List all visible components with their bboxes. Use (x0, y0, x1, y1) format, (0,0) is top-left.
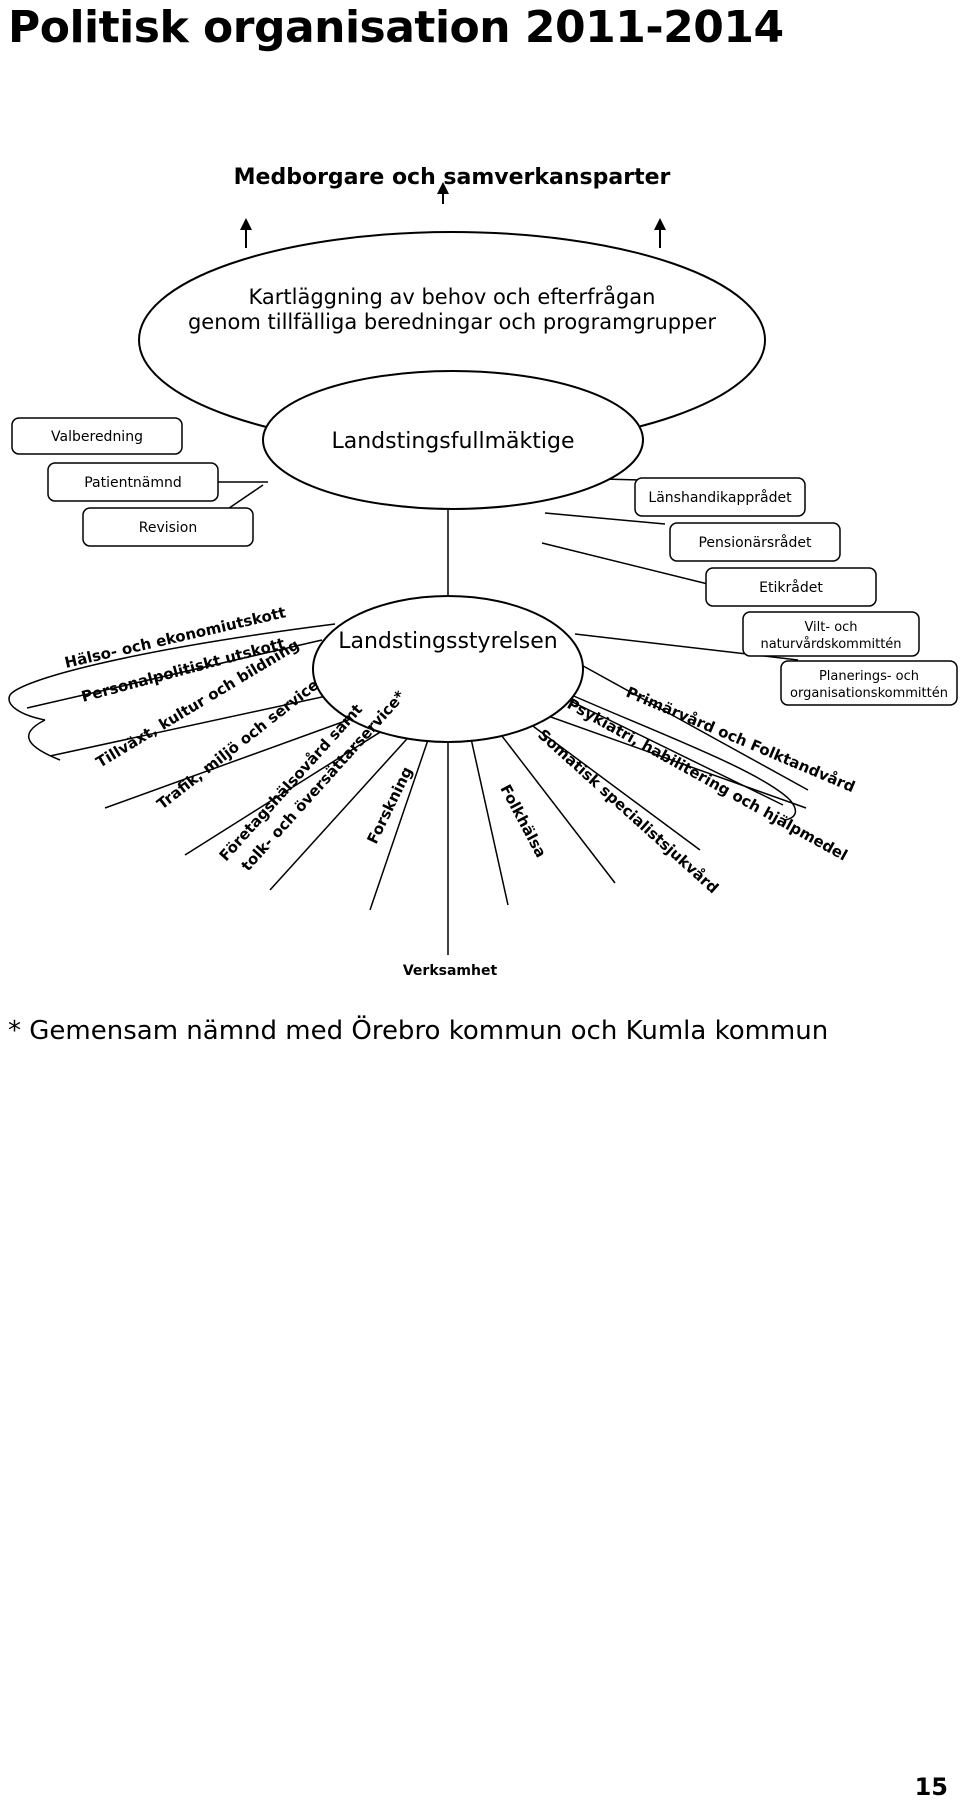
area-folkhalsa: Folkhälsa (496, 781, 549, 860)
area-forskning: Forskning (363, 764, 416, 847)
area-trafik-miljo-service: Trafik, miljö och service (153, 676, 322, 813)
council-ellipse (262, 370, 644, 510)
page-number: 15 (914, 1773, 948, 1801)
vilt-kommitten-line1: Vilt- och (804, 620, 857, 635)
box-lanshandikappradet (634, 477, 806, 517)
planerings-kommitten-line1: Planerings- och (819, 669, 919, 684)
box-revision-label: Revision (139, 520, 198, 536)
box-lanshandikappradet-label: Länshandikapprådet (648, 489, 792, 506)
box-pensionarsradet-label: Pensionärsrådet (698, 534, 812, 551)
page-title: Politisk organisation 2011-2014 (8, 2, 784, 53)
arrow-up-icon (437, 182, 449, 194)
operations-label: Verksamhet (403, 963, 498, 979)
box-valberedning (11, 417, 183, 455)
box-patientnamnd-label: Patientnämnd (84, 475, 182, 491)
board-ellipse (312, 595, 584, 743)
arrow-up-icon (240, 218, 252, 230)
citizens-label: Medborgare och samverkansparter (234, 165, 671, 190)
planerings-kommitten-line2: organisationskommittén (790, 686, 948, 701)
area-arcs (8, 623, 797, 821)
council-name: Landstingsfullmäktige (331, 429, 574, 454)
mapping-text-line2: genom tillfälliga beredningar och progra… (188, 310, 716, 334)
box-valberedning-label: Valberedning (51, 429, 143, 445)
box-revision (82, 507, 254, 547)
box-etikradet-label: Etikrådet (759, 579, 823, 596)
arrow-up-icon (654, 218, 666, 230)
box-pensionarsradet (669, 522, 841, 562)
box-etikradet (705, 567, 877, 607)
area-somatisk-specialistsjukvard: Somatisk specialistsjukvård (534, 726, 722, 898)
board-name: Landstingsstyrelsen (338, 629, 557, 654)
organisation-diagram: Medborgare och samverkansparter Kartlägg… (8, 165, 958, 979)
box-vilt-kommitten (742, 611, 920, 657)
footnote: * Gemensam nämnd med Örebro kommun och K… (8, 1016, 829, 1046)
box-planerings-kommitten (780, 660, 958, 706)
mapping-text-line1: Kartläggning av behov och efterfrågan (249, 284, 656, 309)
area-foretagshalsovard-line1: Företagshälsovård samt (216, 700, 366, 864)
vilt-kommitten-line2: naturvårdskommittén (760, 637, 901, 652)
